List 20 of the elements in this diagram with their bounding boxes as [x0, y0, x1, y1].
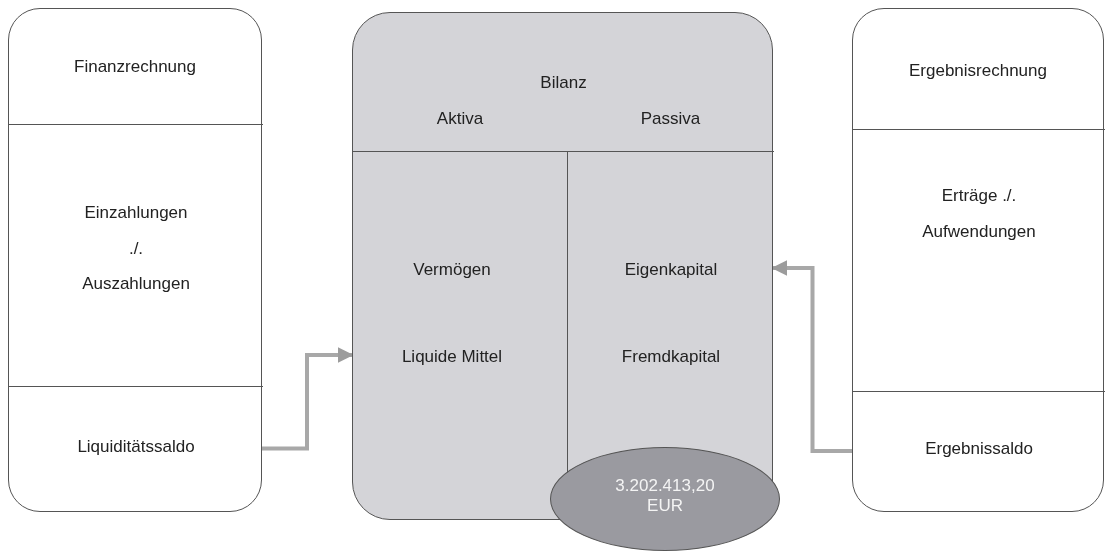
arrow: [262, 347, 354, 451]
balance-panel: [352, 12, 773, 520]
column-section: [567, 151, 774, 447]
node-text: Fremdkapital: [621, 347, 721, 368]
panel-heading: Bilanz: [540, 73, 587, 94]
panel-heading: Ergebnisrechnung: [909, 61, 1047, 82]
node-text: Passiva: [640, 109, 701, 130]
node-text: Aktiva: [436, 109, 484, 130]
arrow: [771, 260, 852, 453]
panel-heading: Finanzrechnung: [74, 57, 196, 78]
node-text: Ergebnissaldo: [925, 439, 1033, 460]
panel: [852, 8, 1104, 512]
node-text: Einzahlungen ./. Auszahlungen: [82, 202, 190, 296]
node-text: Liquiditätssaldo: [77, 437, 195, 458]
panel: [8, 8, 262, 512]
node-text: 3.202.413,20 EUR: [614, 476, 716, 517]
node-text: Eigenkapital: [624, 260, 718, 281]
node-text: Erträge ./. Aufwendungen: [922, 185, 1036, 243]
node-text: Vermögen: [413, 260, 491, 281]
node-text: Liquide Mittel: [401, 347, 503, 368]
